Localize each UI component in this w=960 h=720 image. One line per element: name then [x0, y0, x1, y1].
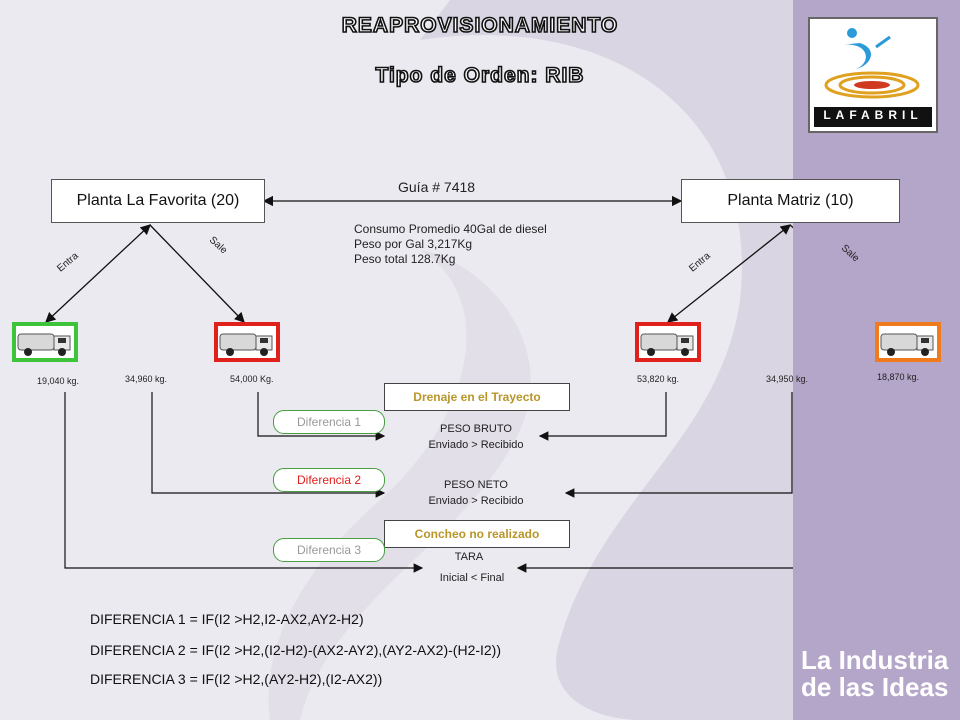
plant-matriz: Planta Matriz (10) [681, 179, 900, 223]
comparison-rule: Enviado > Recibido [428, 439, 524, 451]
consumption-line: Peso total 128.7Kg [354, 252, 456, 266]
net-weight-label: 34,960 kg. [125, 374, 168, 384]
background-swirl [268, 0, 793, 720]
guide-number: Guía # 7418 [398, 179, 476, 195]
weight-label: 54,000 Kg. [230, 374, 274, 384]
difference-2-pill: Diferencia 2 [273, 468, 385, 492]
formula-difference-1: DIFERENCIA 1 = IF(I2 >H2,I2-AX2,AY2-H2) [90, 611, 364, 627]
logo-text: LAFABRIL [823, 108, 923, 122]
truck-icon [214, 322, 280, 362]
formula-difference-2: DIFERENCIA 2 = IF(I2 >H2,(I2-H2)-(AX2-AY… [90, 642, 502, 658]
connector-lines [45, 195, 793, 573]
consumption-line: Peso por Gal 3,217Kg [354, 237, 473, 251]
footer-slogan: La Industria de las Ideas [801, 647, 948, 701]
tare-comparison: TARA Inicial < Final [380, 547, 564, 589]
plant-la-favorita: Planta La Favorita (20) [51, 179, 265, 223]
weight-label: 53,820 kg. [637, 374, 680, 384]
difference-1-pill: Diferencia 1 [273, 410, 385, 434]
consumption-info: Consumo Promedio 40Gal de diesel Peso po… [354, 222, 547, 267]
comparison-rule: Enviado > Recibido [428, 495, 524, 507]
drain-box: Drenaje en el Trayecto [384, 383, 570, 411]
slogan-line: La Industria [801, 645, 949, 675]
slogan-line: de las Ideas [801, 672, 949, 702]
slide-subtitle: Tipo de Orden: RIB [375, 63, 585, 88]
net-weight-comparison: PESO NETO Enviado > Recibido [384, 477, 568, 509]
truck-icon [12, 322, 78, 362]
comparison-title: PESO BRUTO [440, 423, 512, 435]
gross-weight-comparison: PESO BRUTO Enviado > Recibido [384, 421, 568, 453]
weight-label: 18,870 kg. [877, 372, 920, 382]
formula-difference-3: DIFERENCIA 3 = IF(I2 >H2,(AY2-H2),(I2-AX… [90, 671, 383, 687]
comparison-title: PESO NETO [444, 479, 508, 491]
concheo-box: Concheo no realizado [384, 520, 570, 548]
net-weight-label: 34,950 kg. [766, 374, 809, 384]
comparison-title: TARA [454, 551, 484, 563]
weight-label: 19,040 kg. [37, 376, 80, 386]
difference-3-pill: Diferencia 3 [273, 538, 385, 562]
truck-icon [875, 322, 941, 362]
comparison-rule: Inicial < Final [439, 572, 505, 584]
truck-icon [635, 322, 701, 362]
slide-title: REAPROVISIONAMIENTO [341, 13, 619, 38]
consumption-line: Consumo Promedio 40Gal de diesel [354, 222, 547, 236]
lafabril-logo: LAFABRIL [808, 17, 938, 133]
